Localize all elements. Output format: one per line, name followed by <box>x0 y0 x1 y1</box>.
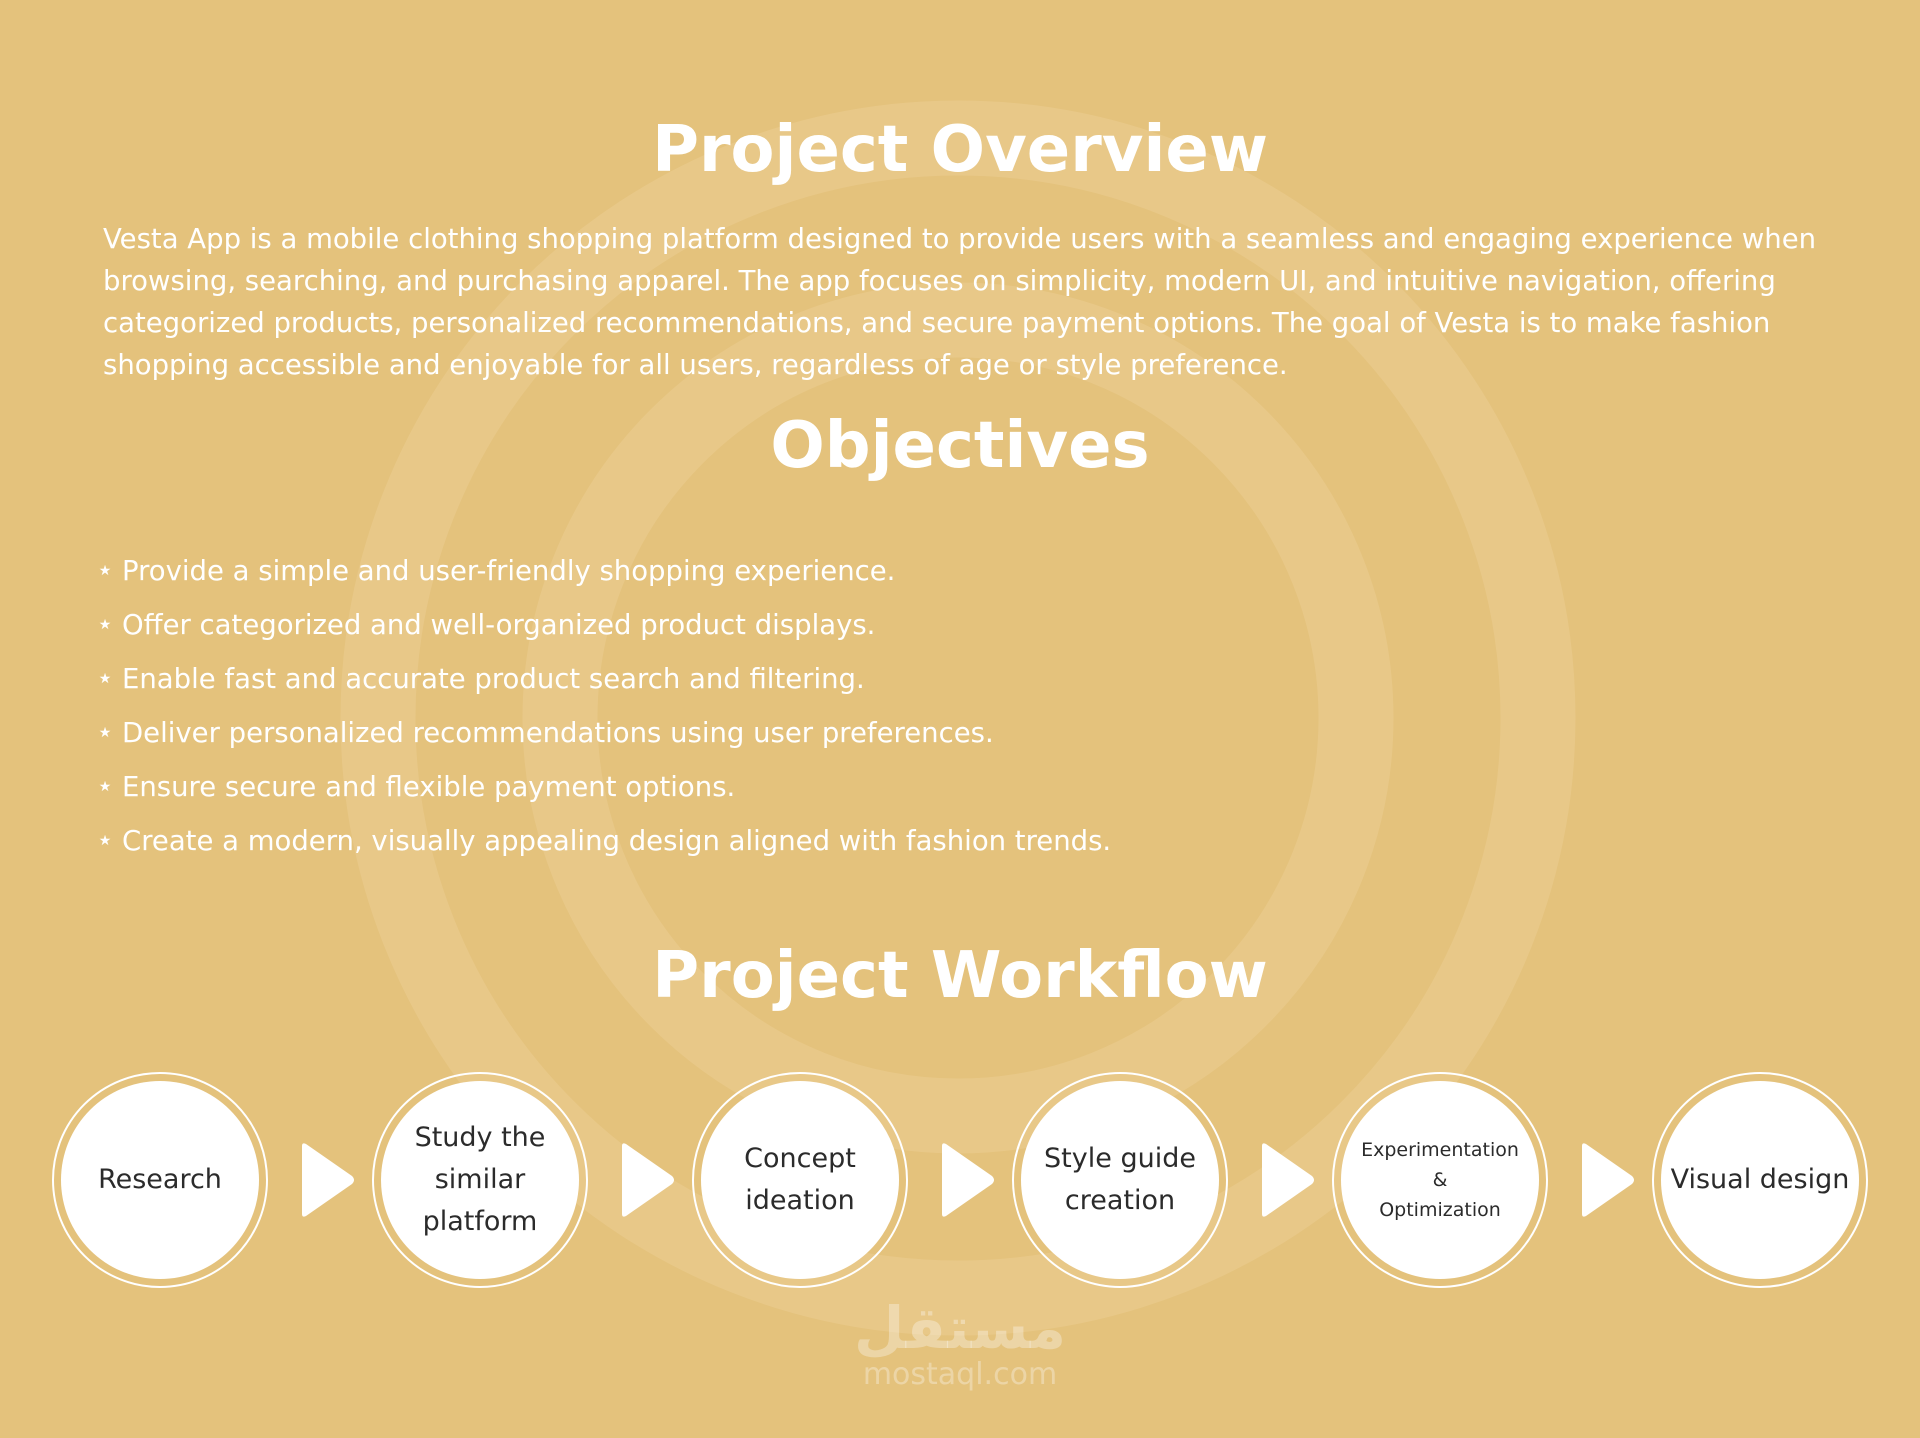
workflow-step-experimentation: Experimentation & Optimization <box>1332 1072 1548 1288</box>
workflow-step-study: Study the similar platform <box>372 1072 588 1288</box>
star-icon: ★ <box>98 779 112 795</box>
objective-text: Offer categorized and well-organized pro… <box>122 609 876 641</box>
workflow-steps: Research Study the similar platform <box>52 1072 1868 1288</box>
workflow-step-circle: Experimentation & Optimization <box>1341 1081 1539 1279</box>
play-arrow-icon <box>302 1143 354 1217</box>
project-workflow-title: Project Workflow <box>652 939 1268 1013</box>
workflow-step-research: Research <box>52 1072 268 1288</box>
objective-item: ★ Deliver personalized recommendations us… <box>96 706 1111 760</box>
workflow-step-label: Optimization <box>1379 1199 1501 1221</box>
workflow-step-label: Experimentation <box>1361 1139 1519 1161</box>
workflow-step-label: & <box>1432 1169 1448 1191</box>
workflow-step-label: Study the <box>414 1122 546 1153</box>
objective-text: Create a modern, visually appealing desi… <box>122 825 1112 857</box>
star-icon: ★ <box>98 671 112 687</box>
workflow-step-style-guide: Style guide creation <box>1012 1072 1228 1288</box>
workflow-step-label: creation <box>1064 1185 1176 1216</box>
workflow-step-circle: Style guide creation <box>1021 1081 1219 1279</box>
objective-text: Deliver personalized recommendations usi… <box>122 717 994 749</box>
star-icon: ★ <box>98 725 112 741</box>
workflow-step-circle: Study the similar platform <box>381 1081 579 1279</box>
workflow-step-circle: Concept ideation <box>701 1081 899 1279</box>
play-arrow-icon <box>622 1143 674 1217</box>
objective-text: Provide a simple and user-friendly shopp… <box>122 555 896 587</box>
workflow-step-visual-design: Visual design <box>1652 1072 1868 1288</box>
play-arrow-icon <box>1582 1143 1634 1217</box>
objective-item: ★ Enable fast and accurate product search… <box>96 652 1111 706</box>
watermark-arabic: مستقل <box>853 1294 1067 1362</box>
objective-item: ★ Offer categorized and well-organized pr… <box>96 598 1111 652</box>
objective-text: Ensure secure and flexible payment optio… <box>122 771 736 803</box>
workflow-step-label: Style guide <box>1044 1143 1196 1174</box>
workflow-step-label: ideation <box>745 1185 855 1216</box>
workflow-step-label: Concept <box>744 1143 856 1174</box>
objective-item: ★ Provide a simple and user-friendly shop… <box>96 544 1111 598</box>
project-overview-title: Project Overview <box>652 113 1268 187</box>
mostaql-watermark: مستقل mostaql.com <box>820 1298 1100 1392</box>
play-arrow-icon <box>942 1143 994 1217</box>
star-icon: ★ <box>98 617 112 633</box>
play-arrow-icon <box>1262 1143 1314 1217</box>
workflow-step-circle: Research <box>61 1081 259 1279</box>
workflow-step-concept: Concept ideation <box>692 1072 908 1288</box>
objective-item: ★ Create a modern, visually appealing des… <box>96 814 1111 868</box>
star-icon: ★ <box>98 833 112 849</box>
workflow-step-circle: Visual design <box>1661 1081 1859 1279</box>
objectives-title: Objectives <box>770 409 1150 483</box>
workflow-step-label: platform <box>422 1206 538 1237</box>
objective-item: ★ Ensure secure and flexible payment opti… <box>96 760 1111 814</box>
objectives-list: ★ Provide a simple and user-friendly shop… <box>96 544 1111 868</box>
watermark-latin: mostaql.com <box>862 1357 1058 1392</box>
star-icon: ★ <box>98 563 112 579</box>
workflow-step-label: similar <box>434 1164 526 1195</box>
objective-text: Enable fast and accurate product search … <box>122 663 865 695</box>
workflow-step-label: Visual design <box>1670 1164 1850 1195</box>
workflow-step-label: Research <box>98 1164 222 1195</box>
project-overview-text: Vesta App is a mobile clothing shopping … <box>103 223 1817 381</box>
